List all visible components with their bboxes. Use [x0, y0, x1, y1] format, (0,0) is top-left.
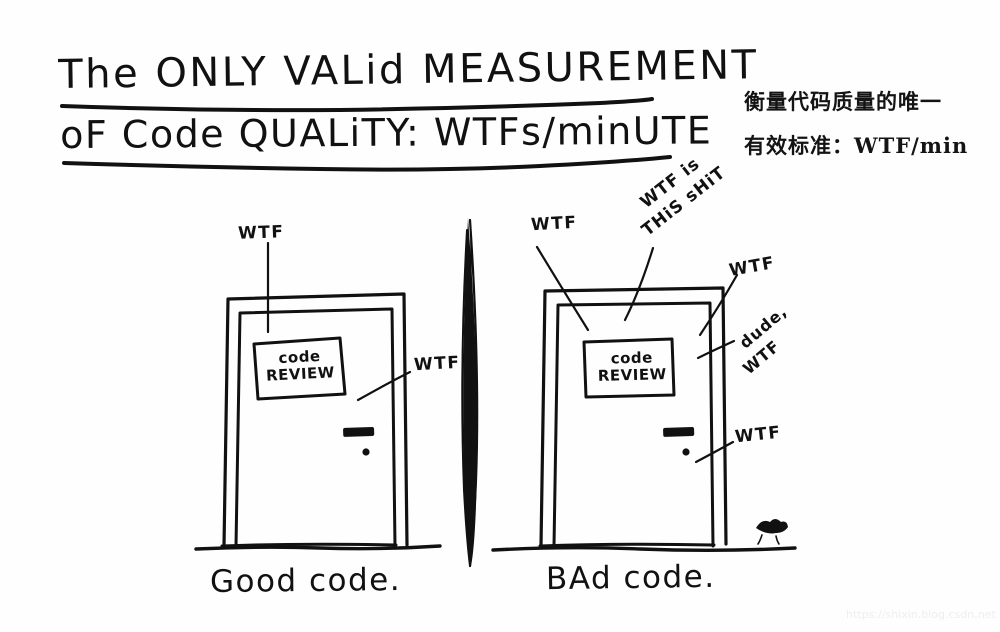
right-door-threshold	[538, 542, 716, 548]
left-door-threshold	[220, 542, 398, 548]
translation-line-2: 有效标准：WTF/min	[744, 133, 969, 158]
left-sign-box	[252, 336, 347, 401]
right-pointer-lower	[694, 440, 735, 464]
right-pointer-top-left	[535, 245, 590, 332]
annotation-wtf-left-top: WTF	[237, 222, 285, 244]
annotation-wtf-right-top-left: WTF	[530, 212, 578, 236]
annotation-wtf-left-right: WTF	[413, 352, 461, 376]
title-line-2: oF Code QUALiTY: WTFs/minUTE	[59, 108, 713, 157]
caption-bad-code: BAd code.	[545, 558, 716, 598]
left-door-inner-frame	[234, 307, 397, 548]
right-door-group	[491, 245, 797, 552]
left-door-group	[194, 241, 442, 551]
right-door-handle	[663, 426, 695, 437]
panel-divider	[461, 218, 479, 568]
left-door-outer-frame	[222, 292, 409, 548]
right-ground-line	[491, 546, 797, 552]
caption-good-code: Good code.	[209, 562, 402, 600]
watermark-text: https://shixin.blog.csdn.net	[846, 608, 996, 621]
left-door-handle	[343, 426, 375, 437]
right-pointer-this-shit	[623, 246, 655, 322]
right-pointer-dude-wtf	[696, 339, 736, 360]
title-line-1: The ONLY VALid MEASUREMENT	[57, 42, 759, 98]
right-sign-box	[582, 337, 676, 399]
left-pointer-right	[356, 370, 412, 402]
right-pointer-top-right	[698, 273, 739, 337]
left-sign-label: code REVIEW	[261, 347, 339, 384]
right-sign-line-2: REVIEW	[597, 364, 667, 385]
right-door-inner-frame	[552, 301, 715, 548]
left-door-keyhole	[362, 448, 370, 456]
right-door-keyhole	[682, 448, 690, 456]
right-sign-label: code REVIEW	[592, 348, 673, 385]
right-door-outer-frame	[539, 286, 728, 548]
left-sign-line-2: REVIEW	[265, 362, 336, 385]
translation-line-1: 衡量代码质量的唯一	[744, 89, 942, 114]
bug-splat	[756, 519, 788, 545]
left-ground-line	[194, 544, 442, 551]
title-underline-1	[60, 97, 654, 113]
title-underline-2	[62, 155, 672, 172]
